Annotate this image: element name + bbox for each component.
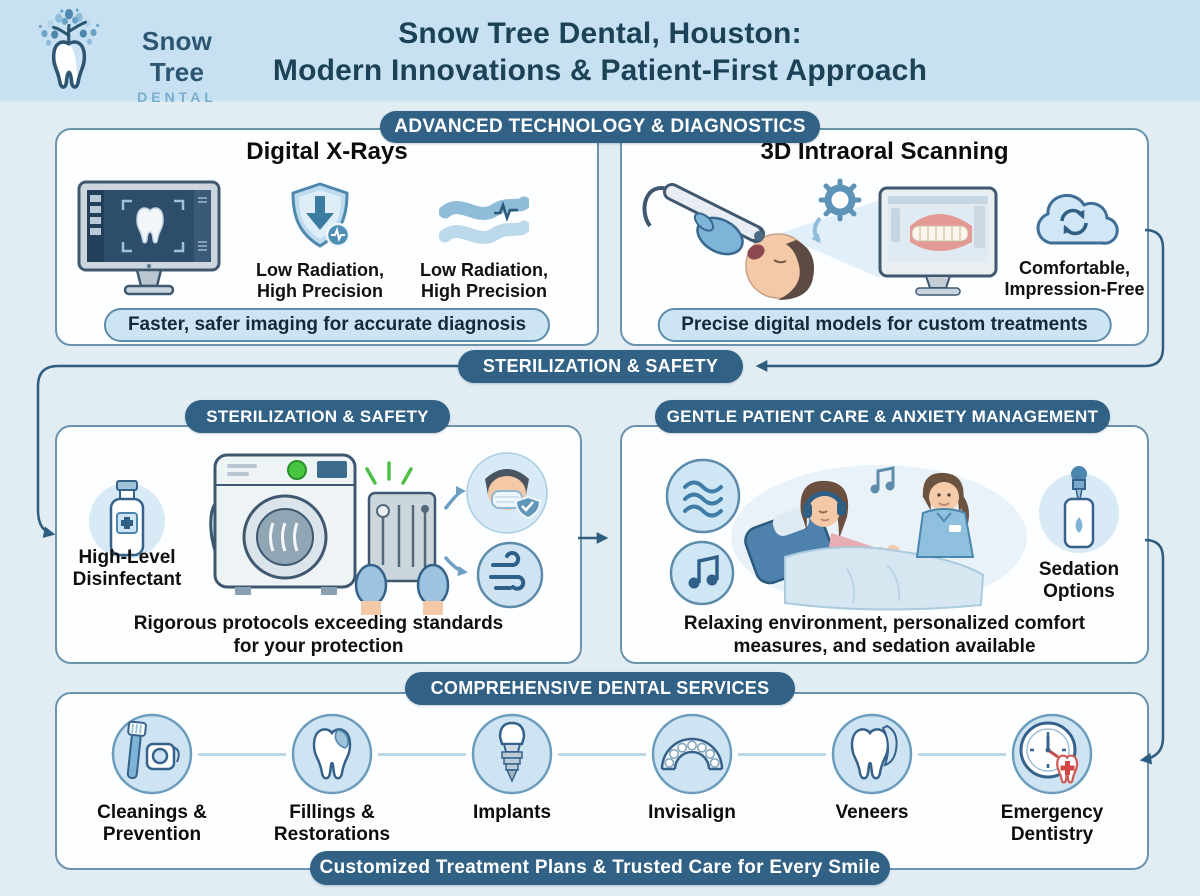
logo-subtitle: DENTAL <box>137 89 217 105</box>
service-label-line2: Restorations <box>273 823 391 845</box>
xray-feature-2-label: Low Radiation, High Precision <box>404 260 564 301</box>
care-caption-line1: Relaxing environment, personalized comfo… <box>683 613 1086 634</box>
page-title-line1: Snow Tree Dental, Houston: <box>398 17 802 50</box>
tree-tooth-logo-icon <box>38 8 100 89</box>
service-label-line1: Invisalign <box>648 802 736 823</box>
service-label-line1: Emergency <box>1000 802 1104 823</box>
toothbrush-floss-icon <box>111 713 193 795</box>
scan-feature-label: Comfortable, Impression-Free <box>997 258 1152 299</box>
dental-implant-icon <box>471 713 553 795</box>
banner-bottom-caption: Customized Treatment Plans & Trusted Car… <box>310 851 890 885</box>
wave-pulse-icon <box>439 196 529 244</box>
air-purification-icon <box>476 541 544 609</box>
sterilization-caption: Rigorous protocols exceeding standards f… <box>57 613 580 659</box>
service-connector <box>198 753 286 756</box>
disinfectant-label: High-Level Disinfectant <box>57 547 197 591</box>
panel-digital-xrays: Digital X-Rays Low Radiation, High <box>55 128 599 346</box>
panel-gentle-care: Sedation Options Relaxing environment, p… <box>620 425 1149 664</box>
relaxed-patient-scene <box>731 465 1027 611</box>
service-label-line2: Dentistry <box>1010 823 1094 845</box>
service-connector <box>378 753 466 756</box>
service-label-line1: Cleanings & <box>97 802 207 823</box>
service-label-line1: Veneers <box>835 802 909 823</box>
sterilization-scene <box>209 452 548 615</box>
masked-clinician-icon <box>466 452 548 534</box>
disinfectant-line1: High-Level <box>78 547 176 568</box>
service-label-line1: Implants <box>472 802 552 823</box>
emergency-clock-icon <box>1011 713 1093 795</box>
page-title: Snow Tree Dental, Houston: Modern Innova… <box>0 16 1200 89</box>
logo-name: Snow Tree <box>141 26 213 87</box>
banner-comprehensive-services: COMPREHENSIVE DENTAL SERVICES <box>405 672 795 705</box>
music-note-icon <box>669 540 735 606</box>
panel-intraoral-scanning: 3D Intraoral Scanning <box>620 128 1149 346</box>
intraoral-scanner-scene <box>642 178 998 300</box>
calm-waves-icon <box>665 458 741 534</box>
sterilization-caption-line2: for your protection <box>233 635 404 657</box>
xray-feature-1-line1: Low Radiation, <box>256 260 384 280</box>
service-item-implants: Implants <box>422 712 602 824</box>
sedation-label: Sedation Options <box>1014 559 1144 603</box>
xray-caption-pill: Faster, safer imaging for accurate diagn… <box>103 308 551 342</box>
service-connector <box>558 753 646 756</box>
instrument-tray-icon <box>354 491 450 615</box>
cloud-sync-icon <box>1036 193 1119 245</box>
service-item-emergency: Emergency Dentistry <box>962 712 1142 846</box>
banner-sterilization-panel: STERILIZATION & SAFETY <box>185 400 450 433</box>
disinfectant-line2: Disinfectant <box>72 568 182 590</box>
service-item-cleanings: Cleanings & Prevention <box>62 712 242 846</box>
shield-low-dose-icon <box>291 182 351 248</box>
sedation-dropper-icon <box>1039 466 1119 553</box>
xray-feature-1-line2: High Precision <box>256 280 384 301</box>
panel-services: Cleanings & Prevention Fillings & Restor… <box>55 692 1149 870</box>
logo-wordmark: Snow Tree DENTAL <box>112 26 242 105</box>
xray-feature-2-line2: High Precision <box>420 280 548 301</box>
service-label-line2: Prevention <box>102 823 202 845</box>
service-label-line1: Fillings & <box>289 802 375 823</box>
banner-sterilization-flow: STERILIZATION & SAFETY <box>458 350 743 383</box>
xray-feature-2-line1: Low Radiation, <box>420 260 548 280</box>
service-item-invisalign: Invisalign <box>602 712 782 824</box>
floating-music-note-icon <box>870 466 895 494</box>
scan-caption-pill: Precise digital models for custom treatm… <box>657 308 1112 342</box>
care-caption-line2: measures, and sedation available <box>733 635 1036 657</box>
banner-gentle-care: GENTLE PATIENT CARE & ANXIETY MANAGEMENT <box>655 400 1110 433</box>
page-title-line2: Modern Innovations & Patient-First Appro… <box>272 53 928 87</box>
sterilization-caption-line1: Rigorous protocols exceeding standards <box>133 613 504 634</box>
processing-gear-icon <box>818 178 862 222</box>
autoclave-icon <box>209 453 357 595</box>
sedation-line2: Options <box>1043 580 1115 602</box>
service-connector <box>738 753 826 756</box>
scan-feature-line1: Comfortable, <box>1018 258 1130 278</box>
sedation-line1: Sedation <box>1038 559 1120 580</box>
service-item-veneers: Veneers <box>782 712 962 824</box>
sterile-sparkle-icon <box>365 461 413 485</box>
header-band: Snow Tree DENTAL Snow Tree Dental, Houst… <box>0 0 1200 105</box>
scan-feature-line2: Impression-Free <box>1004 278 1145 299</box>
tooth-filling-icon <box>291 713 373 795</box>
xray-panel-title: Digital X-Rays <box>246 138 408 165</box>
care-caption: Relaxing environment, personalized comfo… <box>622 613 1147 659</box>
invisalign-aligner-icon <box>651 713 733 795</box>
xray-monitor-icon <box>77 180 221 296</box>
service-item-fillings: Fillings & Restorations <box>242 712 422 846</box>
veneer-tooth-icon <box>831 713 913 795</box>
service-connector <box>918 753 1006 756</box>
banner-advanced-technology: ADVANCED TECHNOLOGY & DIAGNOSTICS <box>380 111 820 143</box>
xray-feature-1-label: Low Radiation, High Precision <box>240 260 400 301</box>
panel-sterilization: High-Level Disinfectant <box>55 425 582 664</box>
